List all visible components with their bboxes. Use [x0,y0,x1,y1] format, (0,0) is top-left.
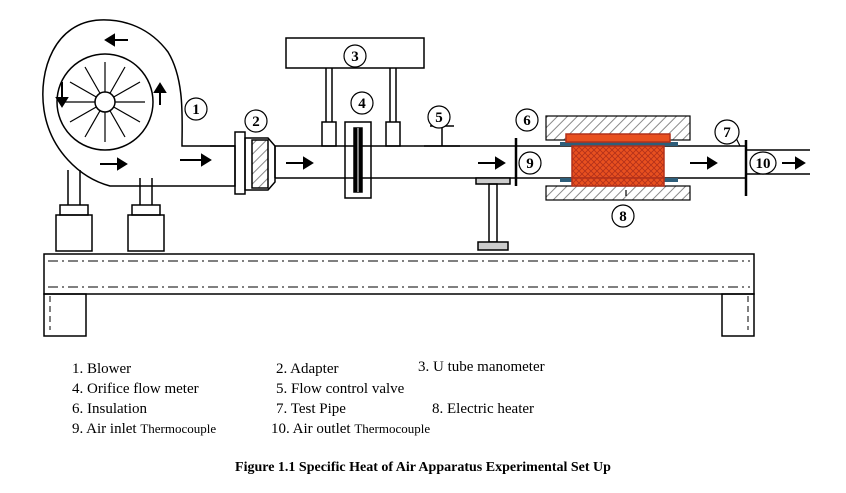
pipe-flow-arrows [286,156,506,170]
callout-1-circle [184,97,208,121]
legend-inlet-prefix: 9. Air inlet [72,421,141,437]
callout-3-circle [343,44,367,68]
callout-9-circle [518,151,542,175]
callout-7-circle [714,119,740,145]
legend-outlet-prefix: 10. Air outlet [271,421,355,437]
apparatus-diagram: 1 2 3 4 5 6 7 8 9 10 [42,19,810,337]
legend-blower: 1. Blower [72,361,132,377]
legend-test-pipe: 7. Test Pipe [276,401,346,417]
test-flow-arrows [690,156,806,170]
blower-mounts [55,170,165,252]
legend-inlet-suffix: Thermocouple [140,421,217,436]
callout-numbers: 1 2 3 4 5 6 7 8 9 10 [192,49,770,225]
callout-10: 10 [756,156,771,172]
base-table [43,253,755,337]
flow-control-valve [424,125,460,147]
callout-labels [184,44,777,228]
legend-outlet-thermocouple: 10. Air outlet Thermocouple [271,420,430,438]
callout-9: 9 [526,156,534,172]
figure-caption: Figure 1.1 Specific Heat of Air Apparatu… [235,460,611,475]
legend-orifice: 4. Orifice flow meter [72,381,199,397]
adapter [210,131,276,195]
electric-heater [565,133,671,187]
u-tube-manometer [285,37,425,147]
callout-2-circle [244,109,268,133]
callout-5-circle [427,105,451,129]
callout-1: 1 [192,102,200,118]
legend-adapter: 2. Adapter [276,361,339,377]
callout-7: 7 [723,125,731,141]
callout-5: 5 [435,110,443,126]
callout-10-circle [749,151,777,175]
blower-flow-arrows [55,33,212,171]
callout-8-circle [611,204,635,228]
legend-valve: 5. Flow control valve [276,381,405,397]
legend-manometer: 3. U tube manometer [418,359,545,375]
pipe-support [475,177,511,251]
callout-3: 3 [351,49,359,65]
callout-6: 6 [523,113,531,129]
blower [42,19,236,187]
orifice-flow-meter [344,121,372,199]
callout-4-circle [350,91,374,115]
callout-8: 8 [619,209,627,225]
legend-inlet-thermocouple: 9. Air inlet Thermocouple [72,420,216,438]
callout-4: 4 [358,96,366,112]
callout-2: 2 [252,114,260,130]
legend-heater: 8. Electric heater [432,401,535,417]
legend-insulation: 6. Insulation [72,401,147,417]
callout-6-circle [515,108,539,132]
legend-outlet-suffix: Thermocouple [354,421,431,436]
